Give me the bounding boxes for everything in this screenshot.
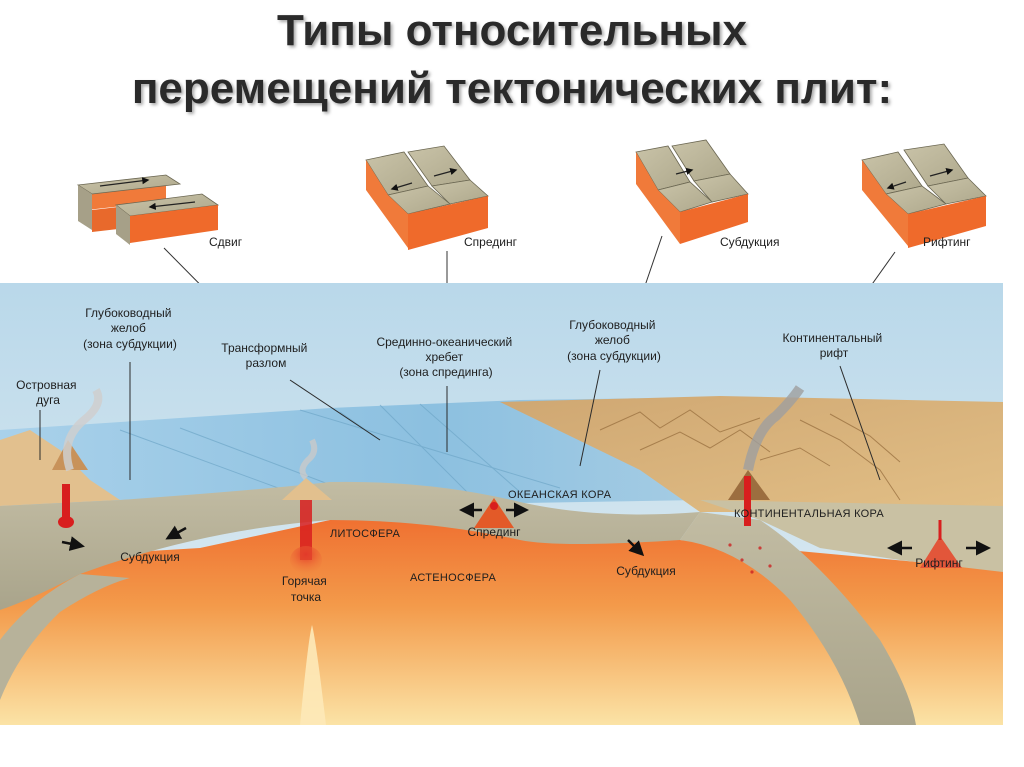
label-asthenosphere: АСТЕНОСФЕРА	[410, 572, 496, 584]
label-rifting-block: Рифтинг	[923, 235, 971, 249]
label-continental-crust: КОНТИНЕНТАЛЬНАЯ КОРА	[734, 508, 884, 520]
title-line-1: Типы относительных	[277, 6, 747, 55]
label-continental-rift: Континентальный рифт	[782, 331, 885, 360]
block-shear	[76, 174, 220, 245]
label-trench-right: Глубоководный желоб (зона субдукции)	[567, 318, 661, 363]
label-transform-fault: Трансформный разлом	[221, 341, 310, 370]
label-lithosphere: ЛИТОСФЕРА	[330, 528, 401, 540]
block-spreading	[365, 145, 489, 250]
leader-lines	[39, 362, 881, 481]
motion-arrows	[61, 502, 991, 557]
label-mid-ocean-ridge: Срединно-океанический хребет (зона спред…	[376, 335, 515, 379]
label-spreading-section: Спрединг	[468, 525, 522, 539]
label-rifting-section: Рифтинг	[915, 556, 963, 570]
block-subduction	[635, 139, 749, 244]
label-island-arc: Островная дуга	[16, 378, 80, 407]
label-subduction: Субдукция	[720, 235, 779, 249]
title-line-2: перемещений тектонических плит:	[131, 64, 893, 113]
cross-section	[0, 283, 1003, 725]
label-spreading: Спрединг	[464, 235, 518, 249]
label-subduction-left: Субдукция	[120, 550, 179, 564]
label-hot-spot: Горячая точка	[282, 574, 330, 604]
label-trench-left: Глубоководный желоб (зона субдукции)	[83, 306, 177, 351]
label-subduction-right: Субдукция	[616, 564, 675, 578]
label-shear: Сдвиг	[209, 235, 243, 249]
page-title: Типы относительных перемещений тектониче…	[0, 2, 1024, 118]
block-rifting	[861, 143, 987, 248]
label-oceanic-crust: ОКЕАНСКАЯ КОРА	[508, 489, 612, 501]
